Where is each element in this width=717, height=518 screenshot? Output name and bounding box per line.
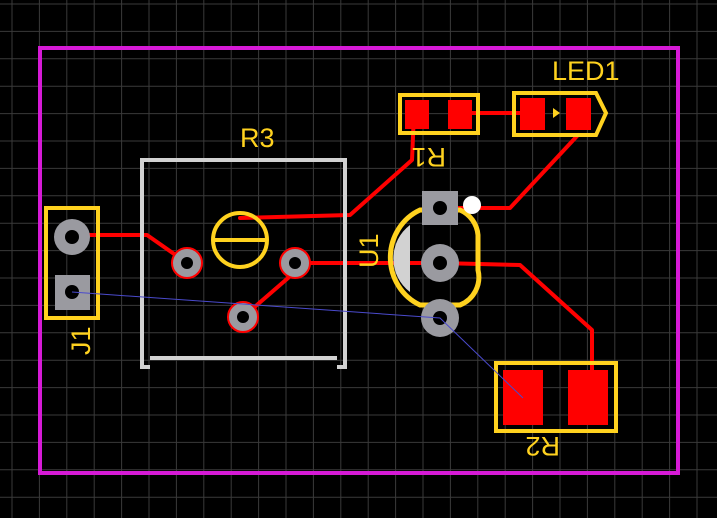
led1-outline (512, 91, 609, 137)
r2-outline (494, 361, 618, 433)
r1-pad-1[interactable] (405, 100, 429, 129)
led1[interactable] (512, 91, 609, 137)
u1-pin1-marker (463, 196, 481, 214)
u1-pad-1-hole (433, 201, 447, 215)
j1-pad-1-hole (65, 230, 79, 244)
led1-pad-anode[interactable] (520, 98, 545, 130)
r3-body[interactable] (140, 158, 347, 369)
trace-led1-u1[interactable] (438, 133, 580, 210)
r3-body-outline (140, 158, 347, 369)
r3-designator: R3 (240, 123, 275, 153)
u1-designator: U1 (354, 233, 384, 268)
r1-pad-2[interactable] (448, 100, 472, 129)
j1-outline (44, 206, 100, 320)
u1-body-flat (393, 225, 410, 292)
r3-pad-1-hole (181, 257, 193, 269)
u1-pad-2-hole (433, 256, 447, 270)
r2-pad-2[interactable] (568, 370, 608, 425)
r2-resistor[interactable] (494, 361, 618, 433)
r1-resistor[interactable] (398, 93, 480, 135)
u1-transistor[interactable] (387, 191, 482, 337)
led1-polarity-marker (553, 108, 560, 118)
led1-designator: LED1 (552, 56, 620, 86)
led1-pad-cathode[interactable] (566, 98, 591, 130)
trace-r3-r1[interactable] (238, 111, 416, 220)
r2-designator: R2 (525, 431, 560, 461)
u1-silk-outline (387, 207, 482, 308)
board-outline[interactable] (38, 46, 680, 475)
r3-pad-2-hole (237, 311, 249, 323)
r3-pad-3-hole (289, 257, 301, 269)
ratsnest-line (71, 291, 524, 399)
r1-designator: R1 (411, 142, 446, 172)
j1-designator: J1 (66, 326, 96, 355)
r1-outline (398, 93, 480, 135)
r3-knob-outline (211, 211, 269, 269)
